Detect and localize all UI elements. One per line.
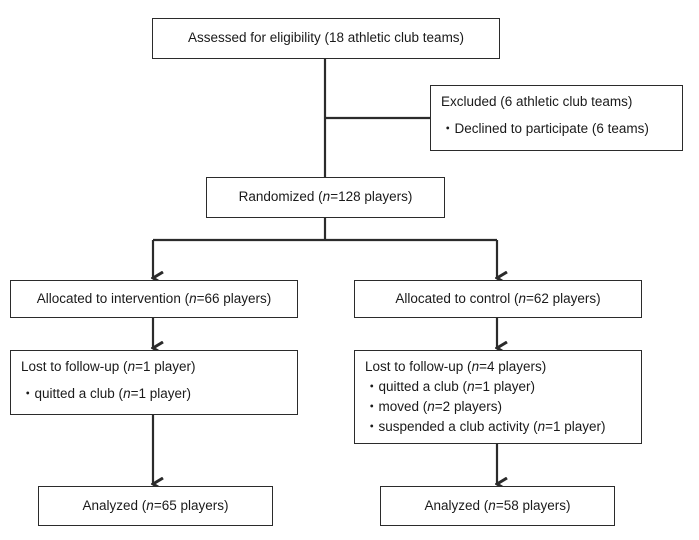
intervention-analyzed-box: Analyzed (n=65 players) — [38, 486, 273, 526]
control-lost-reason-moved: ・moved (n=2 players) — [365, 398, 502, 414]
intervention-lost-box: Lost to follow-up (n=1 player) ・quitted … — [10, 350, 298, 415]
control-analyzed-box: Analyzed (n=58 players) — [380, 486, 615, 526]
control-lost-reason-suspended: ・suspended a club activity (n=1 player) — [365, 418, 606, 434]
intervention-lost-reason: ・quitted a club (n=1 player) — [21, 385, 191, 401]
control-lost-box: Lost to follow-up (n=4 players) ・quitted… — [354, 350, 642, 444]
control-allocated-text: Allocated to control (n=62 players) — [395, 290, 601, 306]
intervention-allocated-text: Allocated to intervention (n=66 players) — [36, 290, 272, 306]
control-allocated-box: Allocated to control (n=62 players) — [354, 280, 642, 318]
intervention-analyzed-text: Analyzed (n=65 players) — [82, 497, 229, 513]
assessed-text: Assessed for eligibility (18 athletic cl… — [187, 30, 465, 46]
control-analyzed-text: Analyzed (n=58 players) — [424, 497, 571, 513]
assessed-box: Assessed for eligibility (18 athletic cl… — [152, 18, 500, 59]
control-lost-title: Lost to follow-up (n=4 players) — [365, 359, 547, 374]
intervention-allocated-box: Allocated to intervention (n=66 players) — [10, 280, 298, 318]
randomized-text: Randomized (n=128 players) — [238, 189, 413, 205]
excluded-title: Excluded (6 athletic club teams) — [441, 94, 633, 109]
control-lost-reason-quitted: ・quitted a club (n=1 player) — [365, 378, 535, 394]
intervention-lost-title: Lost to follow-up (n=1 player) — [21, 359, 196, 374]
excluded-box: Excluded (6 athletic club teams) ・Declin… — [430, 85, 683, 151]
randomized-box: Randomized (n=128 players) — [206, 177, 445, 218]
excluded-reason: ・Declined to participate (6 teams) — [441, 120, 649, 136]
